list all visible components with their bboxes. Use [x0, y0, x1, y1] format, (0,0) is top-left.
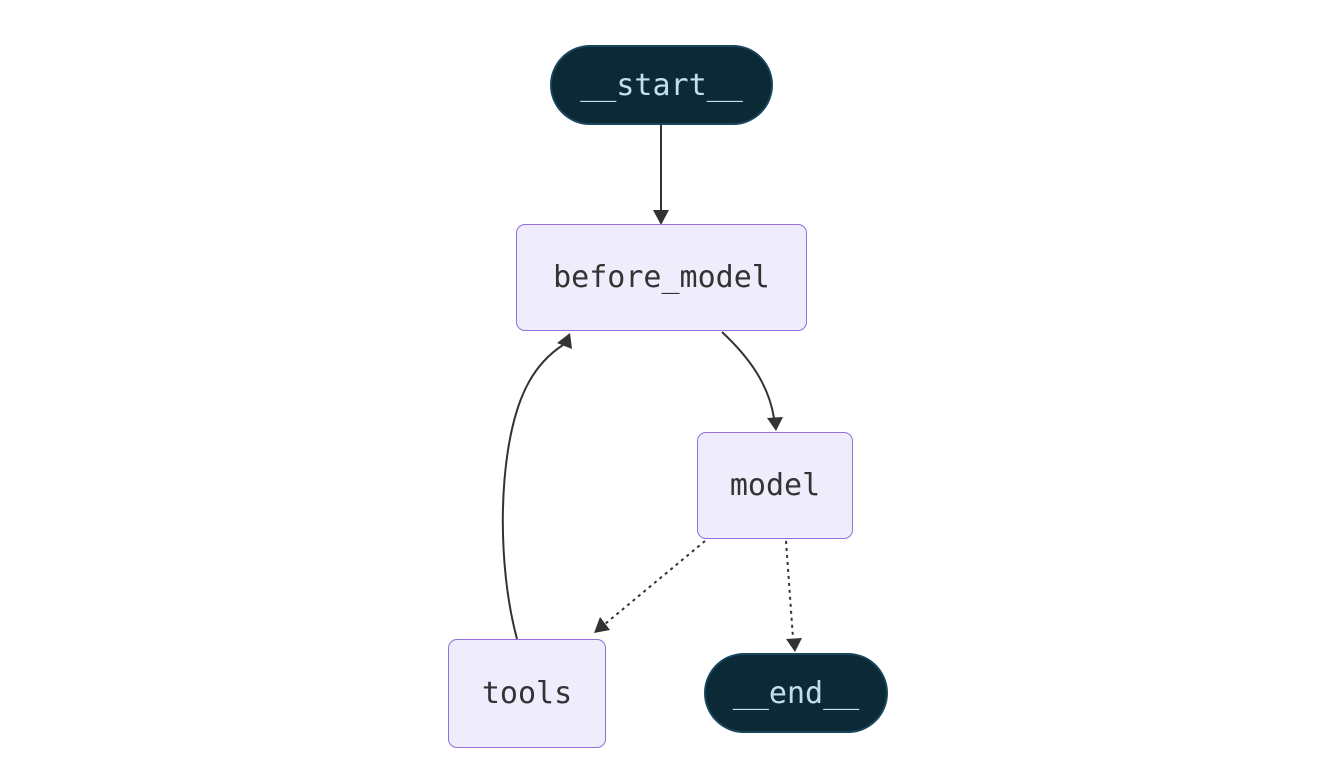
- edge-start-to-before_model: [653, 125, 669, 225]
- edge-model-to-end: [785, 540, 802, 652]
- arrowhead-before_model-bottom: [557, 333, 572, 349]
- arrowhead-end-top: [786, 638, 802, 652]
- node-end-label: __end__: [732, 675, 860, 711]
- node-before_model: before_model: [516, 224, 807, 331]
- edge-tools-to-before_model: [501, 333, 572, 640]
- edge-model-to-tools: [594, 540, 706, 633]
- node-model: model: [697, 432, 853, 539]
- arrowhead-tools-top: [594, 617, 610, 633]
- node-model-label: model: [729, 468, 821, 503]
- node-end: __end__: [704, 653, 888, 733]
- arrowhead-before_model-top: [653, 210, 669, 225]
- arrowhead-model-top: [767, 417, 783, 431]
- node-tools-label: tools: [481, 676, 573, 711]
- node-before_model-label: before_model: [553, 260, 770, 295]
- edge-before_model-to-model: [721, 331, 783, 431]
- node-start-label: __start__: [580, 67, 743, 103]
- node-start: __start__: [550, 45, 773, 125]
- node-tools: tools: [448, 639, 606, 748]
